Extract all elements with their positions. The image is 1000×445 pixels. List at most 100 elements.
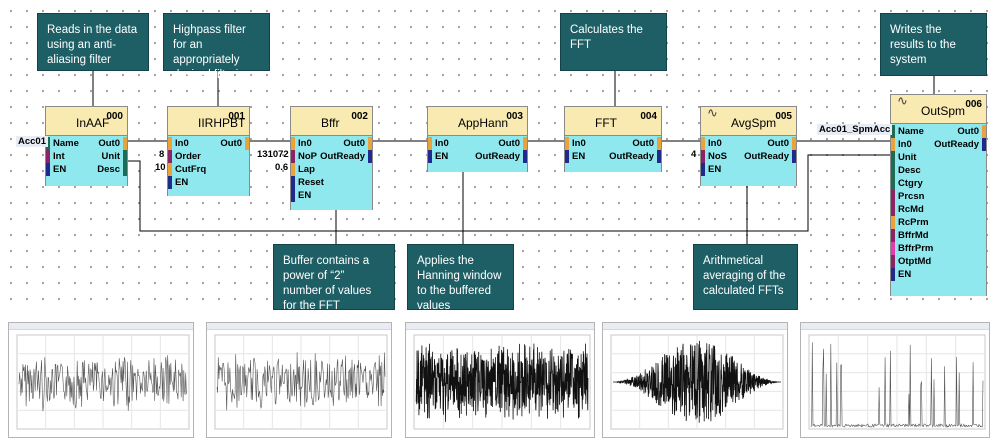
input-port-label: EN [298,190,312,201]
input-pin[interactable] [291,176,295,189]
output-pin[interactable] [792,150,796,163]
input-pin[interactable] [891,190,895,203]
input-pin[interactable] [565,150,569,163]
input-pin[interactable] [891,177,895,190]
output-port-label: Unit [101,151,120,162]
input-pin[interactable] [168,137,172,150]
input-port-label: CutFrq [175,164,207,175]
output-pin[interactable] [523,150,527,163]
input-pin[interactable] [46,137,50,150]
external-input-value: 10 [155,162,166,173]
thumbnail-plot [413,334,591,430]
port-row: RcPrm [891,216,986,229]
block-name: FFT [595,116,617,130]
input-port-label: In0 [898,139,912,150]
block-number: 003 [506,111,523,122]
input-pin[interactable] [291,150,295,163]
input-pin[interactable] [891,203,895,216]
input-port-label: In0 [435,138,449,149]
input-pin[interactable] [701,137,705,150]
thumbnail-buffered-signal [405,322,595,438]
output-port-label: OutReady [934,139,979,150]
input-pin[interactable] [291,163,295,176]
input-port-label: BffrMd [898,230,929,241]
output-pin[interactable] [523,137,527,150]
port-row: Desc [891,164,986,177]
input-pin[interactable] [291,137,295,150]
input-pin[interactable] [891,242,895,255]
input-port-label: EN [572,151,586,162]
input-pin[interactable] [168,163,172,176]
output-pin[interactable] [657,150,661,163]
output-pin[interactable] [123,137,127,150]
output-port-label: Out0 [632,138,654,149]
input-port-label: RcMd [898,204,924,215]
input-pin[interactable] [565,137,569,150]
output-pin[interactable] [245,137,249,150]
output-pin[interactable] [123,150,127,163]
block-number: 006 [965,99,982,110]
thumbnail-titlebar [801,323,989,330]
input-pin[interactable] [291,189,295,202]
port-row: Lap [291,163,372,176]
input-pin[interactable] [168,150,172,163]
input-pin[interactable] [428,150,432,163]
external-input-value: 8 [159,149,165,160]
output-pin[interactable] [368,150,372,163]
output-port-label: Out0 [767,138,789,149]
input-pin[interactable] [891,138,895,151]
input-port-label: In0 [708,138,722,149]
output-pin[interactable] [792,137,796,150]
input-pin[interactable] [701,163,705,176]
output-pin[interactable] [657,137,661,150]
thumbnail-time-signal [8,322,194,438]
input-pin[interactable] [891,125,895,138]
input-pin[interactable] [891,151,895,164]
input-port-label: Order [175,151,201,162]
port-row: EN [291,189,372,202]
block-number: 005 [775,111,792,122]
input-pin[interactable] [46,163,50,176]
thumbnail-titlebar [207,323,391,330]
input-port-label: EN [53,164,67,175]
callout-1: Reads in the data using an anti-aliasing… [37,13,149,71]
output-pin[interactable] [982,138,986,151]
input-pin[interactable] [168,176,172,189]
output-pin[interactable] [368,137,372,150]
input-pin[interactable] [891,164,895,177]
input-pin[interactable] [891,268,895,281]
thumbnail-filtered-signal [206,322,392,438]
input-pin[interactable] [46,150,50,163]
input-pin[interactable] [701,150,705,163]
output-pin[interactable] [982,125,986,138]
output-pin[interactable] [123,163,127,176]
block-number: 001 [228,111,245,122]
output-port-label: OutReady [475,151,520,162]
input-pin[interactable] [891,216,895,229]
input-pin[interactable] [891,255,895,268]
external-input-value: 131072 [257,149,289,160]
block-number: 004 [640,111,657,122]
input-pin[interactable] [891,229,895,242]
input-pin[interactable] [428,137,432,150]
output-port-label: Out0 [957,126,979,137]
